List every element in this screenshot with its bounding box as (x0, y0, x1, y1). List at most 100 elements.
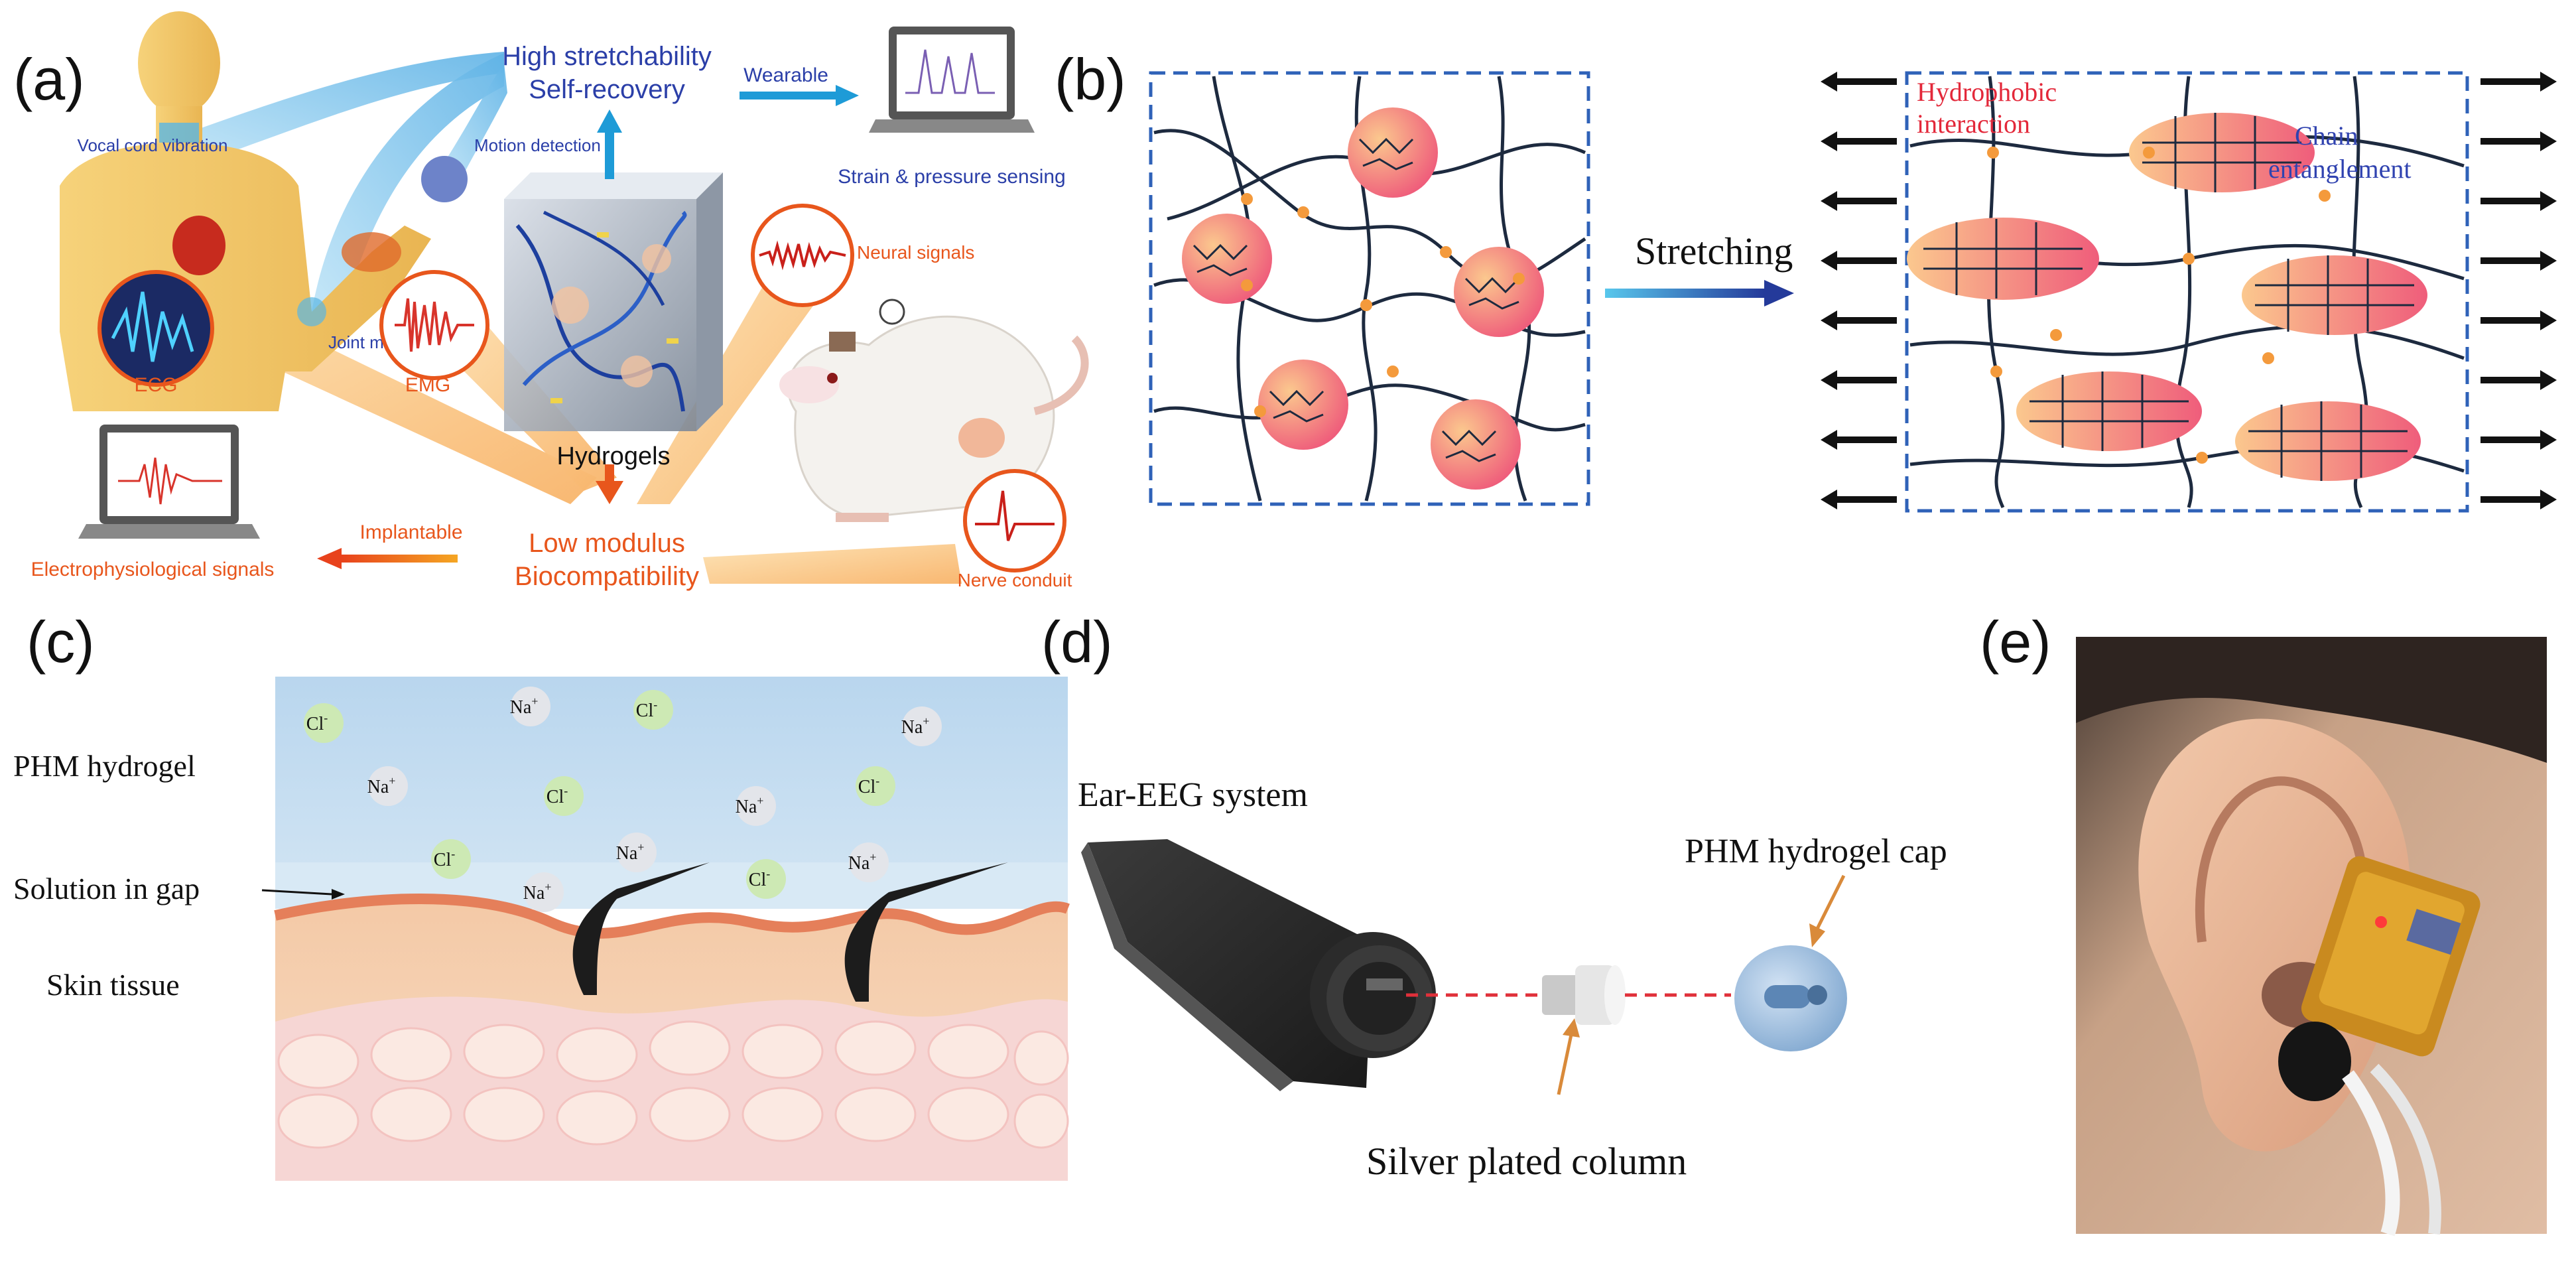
neural-signal-inset (751, 204, 854, 307)
ion-cl: Cl- (633, 690, 673, 730)
ecg-inset: ECG (97, 270, 214, 396)
stretched-micelle-inner-chains (1923, 113, 2414, 481)
beam-neural (637, 252, 842, 504)
hair-follicle-1 (572, 862, 710, 995)
svg-text:Cl-: Cl- (636, 698, 657, 721)
ion-cl: Cl- (431, 839, 471, 879)
label-interaction: interaction (1917, 109, 2030, 139)
title-low-modulus: Low modulus (529, 529, 685, 558)
svg-text:Na+: Na+ (736, 794, 764, 817)
label-skin-tissue: Skin tissue (46, 968, 180, 1002)
crosslink-dots-left (1241, 193, 1525, 417)
tension-arrows-right (2480, 72, 2557, 509)
silver-plated-column (1542, 965, 1626, 1025)
label-neural-signals: Neural signals (857, 242, 974, 263)
arrow-wearable (740, 85, 859, 106)
label-wearable: Wearable (743, 64, 828, 86)
label-hydrophobic: Hydrophobic (1917, 77, 2057, 107)
panel-a: (a) Vocal cord vibration Motion detectio… (13, 11, 1089, 591)
arrow-up-to-title (597, 109, 622, 179)
ion-na: Na+ (523, 872, 564, 912)
throat-highlight (159, 123, 199, 143)
laptop-strain (869, 27, 1035, 133)
cap-pointer-line (1815, 874, 1846, 930)
svg-text:Na+: Na+ (510, 695, 539, 718)
label-implantable: Implantable (359, 521, 462, 543)
svg-text:Na+: Na+ (367, 774, 396, 797)
column-pointer-arrowhead (1563, 1018, 1580, 1037)
label-emg: EMG (405, 374, 450, 396)
ion-na: Na+ (848, 842, 889, 882)
ion-na: Na+ (616, 833, 657, 872)
gap-pointer-arrow (261, 889, 332, 896)
ion-na: Na+ (367, 766, 408, 806)
shoulder-joint-highlight (421, 156, 468, 202)
ear-eeg-device (1081, 839, 1436, 1091)
emg-inset: EMG (379, 270, 489, 396)
label-ecg: ECG (134, 374, 177, 396)
title-self-recovery: Self-recovery (529, 75, 685, 104)
ion-cl: Cl- (746, 859, 786, 899)
ion-cl: Cl- (544, 776, 584, 816)
title-biocompatibility: Biocompatibility (515, 562, 699, 591)
epidermis-line (274, 894, 1070, 939)
beam-nerve (703, 544, 962, 584)
panel-b-label: (b) (1055, 46, 1126, 112)
photo-ear-eeg-worn (2076, 637, 2547, 1237)
label-phm-hydrogel-cap: PHM hydrogel cap (1685, 833, 1947, 870)
device-cable (2342, 1070, 2400, 1237)
arrow-stretching (1605, 280, 1794, 306)
column-pointer-line (1557, 1031, 1574, 1095)
label-strain-sensing: Strain & pressure sensing (838, 166, 1066, 188)
beam-motion (438, 63, 507, 186)
arrow-implantable (317, 548, 458, 569)
arm-muscle-icon (342, 232, 401, 272)
ion-na: Na+ (736, 786, 776, 826)
hydrogel-cube (504, 172, 723, 431)
label-chain: Chain (2295, 121, 2358, 151)
label-phm-hydrogel: PHM hydrogel (13, 749, 196, 783)
device-cable-2 (2370, 1063, 2441, 1235)
ion-cl: Cl- (856, 766, 895, 806)
label-stretching: Stretching (1635, 230, 1793, 273)
dermis-cells (277, 1020, 1069, 1149)
panel-d-label: (d) (1041, 609, 1113, 675)
svg-text:Na+: Na+ (523, 880, 552, 903)
heart-icon (172, 216, 225, 275)
label-solution-gap: Solution in gap (13, 872, 200, 905)
label-vocal: Vocal cord vibration (78, 135, 228, 155)
label-ear-eeg-system: Ear-EEG system (1078, 776, 1308, 814)
svg-text:Cl-: Cl- (858, 774, 879, 797)
label-entanglement: entanglement (2268, 154, 2411, 184)
ion-na: Na+ (901, 706, 942, 746)
svg-text:Na+: Na+ (901, 714, 930, 738)
panel-a-label: (a) (13, 46, 85, 112)
svg-text:Na+: Na+ (848, 850, 877, 874)
cap-pointer-arrowhead (1809, 923, 1825, 947)
tension-arrows-left (1821, 72, 1897, 509)
panel-c-label: (c) (27, 609, 95, 675)
gap-pointer-arrowhead (332, 889, 345, 900)
crosslink-dots-right (1987, 147, 2331, 464)
rat-illustration (779, 299, 1089, 522)
svg-text:Na+: Na+ (616, 840, 645, 864)
phm-hydrogel-cap (1734, 945, 1847, 1051)
panel-e-label: (e) (1980, 609, 2051, 675)
svg-text:Cl-: Cl- (434, 847, 455, 870)
beam-vocal (179, 52, 504, 166)
ions: Cl- Na+ Cl- Na+ Na+ Cl- Na+ Cl- Cl- Na+ … (304, 687, 942, 912)
svg-text:Cl-: Cl- (749, 867, 770, 890)
worn-device (2278, 856, 2480, 1101)
panel-e: (e) (1980, 609, 2547, 1237)
arrow-down-to-bottom (596, 464, 623, 504)
laptop-electrophysiology (78, 425, 260, 539)
title-high-stretchability: High stretchability (502, 42, 712, 71)
panel-c: (c) Cl- Na+ Cl- Na+ Na+ Cl- Na+ Cl- Cl- (13, 609, 1070, 1181)
micelle-inner-chains (1192, 137, 1520, 462)
label-electrophysiological: Electrophysiological signals (31, 559, 275, 580)
svg-text:Cl-: Cl- (547, 784, 568, 807)
label-nerve-conduit: Nerve conduit (958, 570, 1072, 590)
label-silver-plated-column: Silver plated column (1366, 1140, 1687, 1183)
hair-follicle-2 (844, 862, 1008, 1002)
